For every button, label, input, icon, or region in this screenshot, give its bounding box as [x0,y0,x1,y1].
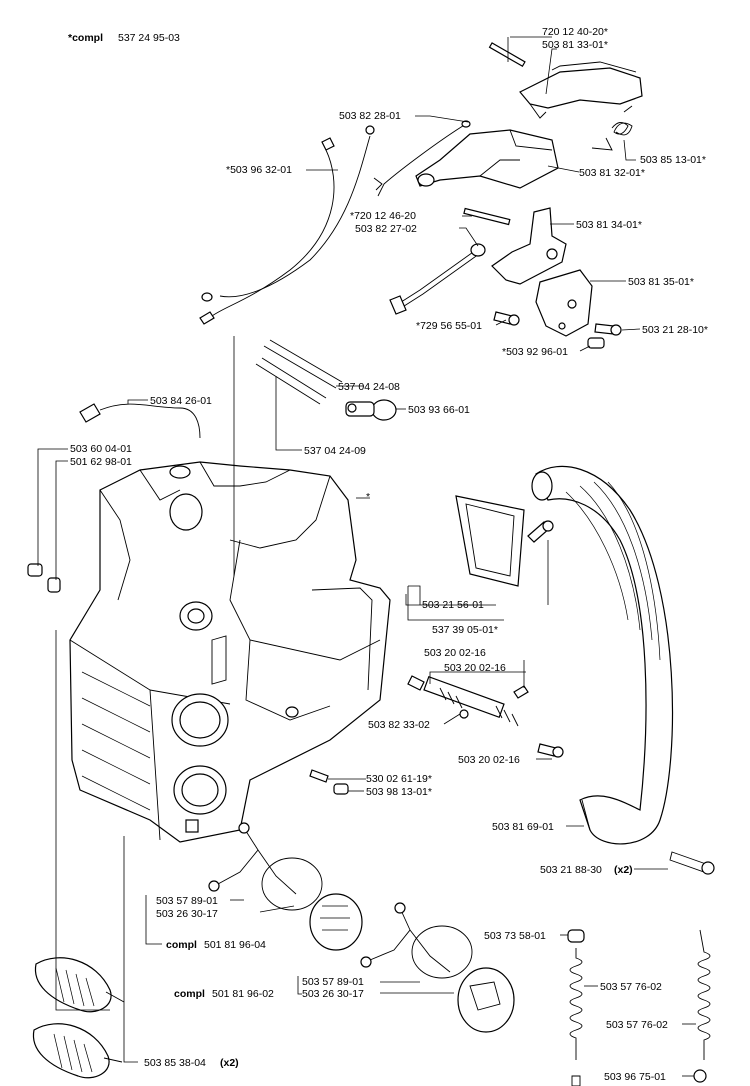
label-729-56-55-01: *729 56 55-01 [416,320,482,332]
label-x2-handle-screw: (x2) [614,864,633,876]
label-503-20-02-16-a: 503 20 02-16 [424,647,486,659]
label-503-96-75-01: 503 96 75-01 [604,1071,666,1083]
label-503-20-02-16-b: 503 20 02-16 [444,662,506,674]
label-503-81-32-01: 503 81 32-01* [579,167,645,179]
wire-503-96-32-01 [199,125,375,325]
label-compl-a-prefix: compl [166,939,197,951]
label-503-20-02-16-c: 503 20 02-16 [458,754,520,766]
label-503-21-88-30: 503 21 88-30 [540,864,602,876]
label-503-73-58-01: 503 73 58-01 [484,930,546,942]
throttle-trigger-cover [519,61,643,119]
label-503-57-76-02-a: 503 57 76-02 [600,981,662,993]
valve-503-93-66-01 [345,399,397,421]
label-503-93-66-01: 503 93 66-01 [408,404,470,416]
label-503-85-38-04: 503 85 38-04 [144,1057,206,1069]
hose-537-04-24-09 [255,357,327,405]
av-element-503-82-33-02 [407,675,564,758]
fuel-tank-housing [69,461,391,843]
label-503-98-13-01: 503 98 13-01* [366,786,432,798]
bushing-503-96-75-01 [693,1069,707,1083]
part-labels: 720 12 40-20* 503 81 33-01* 503 82 28-01… [70,26,708,1083]
label-720-12-46-20: *720 12 46-20 [350,210,416,222]
fuel-cap-assembly-501-81-96-04 [208,822,363,951]
header-compl-prefix: *compl [68,32,103,44]
label-compl-b-number: 501 81 96-02 [212,988,274,1000]
filter-screen-503-21-56-01 [455,495,525,587]
label-503-21-56-01: 503 21 56-01 [422,599,484,611]
label-503-81-33-01: 503 81 33-01* [542,39,608,51]
hose-537-04-24-08 [263,339,343,389]
stop-lever-503-81-34-01 [491,207,567,285]
nut-503-60-04-01 [27,563,43,577]
plug-503-92-96-01 [587,337,605,349]
label-503-81-34-01: 503 81 34-01* [576,219,642,231]
label-537-39-05-01: 537 39 05-01* [432,624,498,636]
label-503-26-30-17-b: 503 26 30-17 [302,988,364,1000]
lever-503-82-27-02 [389,243,486,315]
screw-503-21-28-10 [594,323,622,336]
label-501-62-98-01: 501 62 98-01 [70,456,132,468]
wire-harness-503-82-28-01 [373,120,471,197]
label-503-82-33-02: 503 82 33-02 [368,719,430,731]
label-housing-star: * [366,491,370,503]
label-537-04-24-08: 537 04 24-08 [338,381,400,393]
leader-lines [37,36,696,1077]
fuel-cap-assembly-501-81-96-02 [360,902,515,1033]
screw-530-02-61-19 [309,769,329,783]
label-503-57-76-02-b: 503 57 76-02 [606,1019,668,1031]
label-503-57-89-01-a: 503 57 89-01 [156,895,218,907]
av-element-503-85-38-04-lower [32,1023,123,1079]
bushing-501-62-98-01 [47,577,61,593]
screw-503-21-88-30 [669,851,715,875]
pin-720-12-40-20 [488,42,526,68]
wire-sensor-503-84-26-01 [79,403,201,439]
label-537-04-24-09: 537 04 24-09 [304,445,366,457]
screw-729-56-55-01 [493,311,520,326]
header-compl-number: 537 24 95-03 [118,32,180,44]
spring-503-85-13-01 [591,105,633,151]
screw-537-39-05-01 [527,520,554,543]
label-503-26-30-17-a: 503 26 30-17 [156,908,218,920]
label-x2-av-element: (x2) [220,1057,239,1069]
bushing-503-73-58-01 [567,929,585,943]
spring-503-57-76-02-b [697,929,711,1060]
bracket-503-81-35-01 [535,269,593,337]
label-503-84-26-01: 503 84 26-01 [150,395,212,407]
bushing-503-98-13-01 [333,783,349,795]
label-503-92-96-01: *503 92 96-01 [502,346,568,358]
label-503-21-28-10: 503 21 28-10* [642,324,708,336]
spring-503-57-76-02-a [569,948,583,1086]
handle-bar-503-81-69-01 [531,465,674,845]
rod-720-12-46-20 [463,207,511,226]
throttle-trigger-503-81-32-01 [415,129,559,189]
label-compl-b-prefix: compl [174,988,205,1000]
label-503-85-13-01: 503 85 13-01* [640,154,706,166]
label-720-12-40-20: 720 12 40-20* [542,26,608,38]
av-element-503-85-38-04-upper [34,957,125,1013]
label-compl-a-number: 501 81 96-04 [204,939,266,951]
label-503-82-28-01: 503 82 28-01 [339,110,401,122]
label-503-81-35-01: 503 81 35-01* [628,276,694,288]
label-530-02-61-19: 530 02 61-19* [366,773,432,785]
label-503-82-27-02: 503 82 27-02 [355,223,417,235]
label-503-60-04-01: 503 60 04-01 [70,443,132,455]
label-503-57-89-01-b: 503 57 89-01 [302,976,364,988]
label-503-81-69-01: 503 81 69-01 [492,821,554,833]
label-503-96-32-01: *503 96 32-01 [226,164,292,176]
